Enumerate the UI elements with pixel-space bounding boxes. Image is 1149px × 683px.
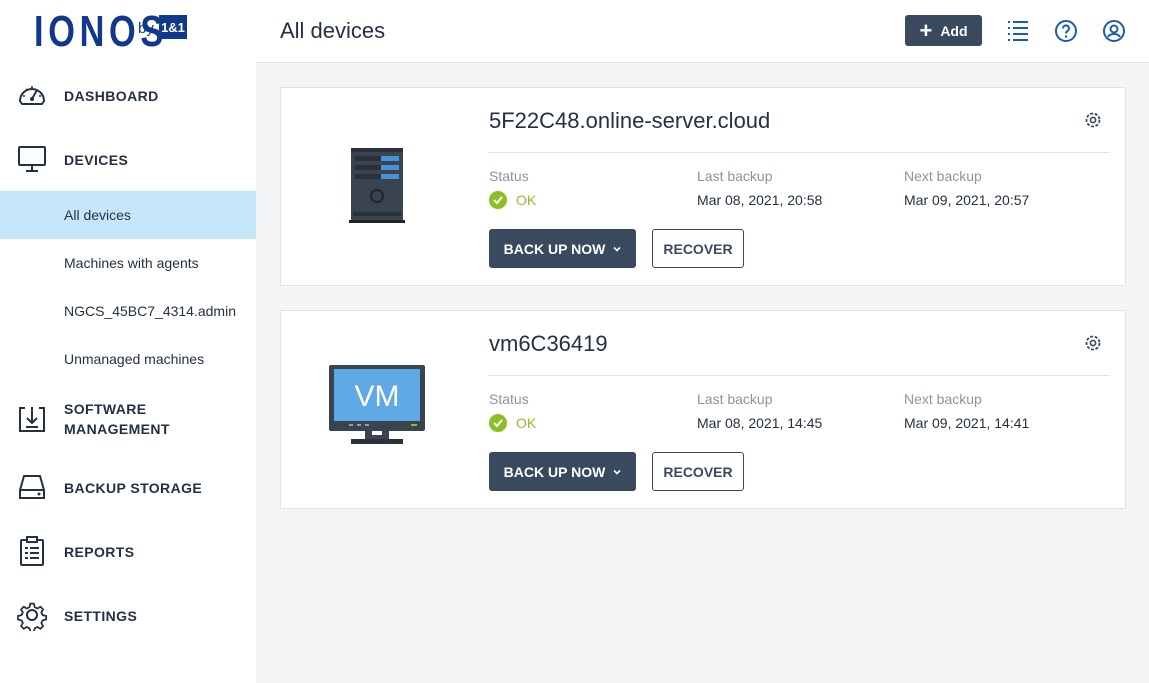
- vm-label: VM: [355, 380, 400, 413]
- device-name[interactable]: 5F22C48.online-server.cloud: [489, 108, 771, 133]
- next-backup-label: Next backup: [904, 168, 982, 184]
- nav-machines-with-agents-label: Machines with agents: [64, 255, 199, 271]
- device-card: 5F22C48.online-server.cloud Status Last …: [280, 87, 1126, 286]
- top-header: All devices + Add: [256, 0, 1149, 63]
- nav-backup-storage[interactable]: BACKUP STORAGE: [0, 470, 256, 504]
- recover-label: RECOVER: [663, 240, 733, 257]
- status-ok: OK: [489, 191, 536, 209]
- next-backup-value: Mar 09, 2021, 14:41: [904, 415, 1030, 431]
- nav-devices-label: DEVICES: [64, 152, 129, 168]
- back-up-now-button[interactable]: BACK UP NOW: [489, 452, 636, 491]
- back-up-now-label: BACK UP NOW: [503, 240, 606, 257]
- nav-software-label-line1: SOFTWARE: [64, 401, 147, 417]
- check-circle-icon: [489, 191, 507, 209]
- chevron-down-icon: [613, 246, 621, 252]
- list-view-icon[interactable]: [1006, 19, 1030, 43]
- nav-reports-label: REPORTS: [64, 544, 135, 560]
- add-button-label: Add: [940, 22, 968, 39]
- device-name[interactable]: vm6C36419: [489, 331, 608, 356]
- logo-by: by: [138, 20, 154, 37]
- nav-unmanaged-machines-label: Unmanaged machines: [64, 351, 205, 367]
- add-device-button[interactable]: + Add: [905, 15, 982, 46]
- card-divider: [489, 152, 1109, 153]
- server-icon: [349, 148, 405, 223]
- nav-settings-label: SETTINGS: [64, 608, 138, 624]
- status-label: Status: [489, 168, 529, 184]
- nav-settings[interactable]: SETTINGS: [0, 598, 256, 632]
- nav-backup-storage-label: BACKUP STORAGE: [64, 480, 203, 496]
- nav-all-devices[interactable]: All devices: [0, 191, 256, 239]
- chevron-down-icon: [613, 469, 621, 475]
- status-label: Status: [489, 391, 529, 407]
- dashboard-gauge-icon: [18, 86, 46, 105]
- last-backup-label: Last backup: [697, 168, 773, 184]
- card-divider: [489, 375, 1109, 376]
- logo-badge: 1&1: [159, 15, 187, 39]
- nav-dashboard-label: DASHBOARD: [64, 88, 159, 104]
- nav-software-management[interactable]: SOFTWARE MANAGEMENT: [0, 398, 256, 440]
- ionos-logo[interactable]: IONOS: [34, 10, 206, 54]
- recover-label: RECOVER: [663, 463, 733, 480]
- back-up-now-button[interactable]: BACK UP NOW: [489, 229, 636, 268]
- next-backup-label: Next backup: [904, 391, 982, 407]
- clipboard-report-icon: [20, 536, 44, 566]
- recover-button[interactable]: RECOVER: [652, 452, 744, 491]
- last-backup-value: Mar 08, 2021, 20:58: [697, 192, 823, 208]
- nav-ngcs-admin-label: NGCS_45BC7_4314.admin: [64, 303, 236, 319]
- nav-unmanaged-machines[interactable]: Unmanaged machines: [0, 335, 256, 383]
- sidebar: IONOS by 1&1 DASHBOARD DEVICES All devic…: [0, 0, 256, 683]
- user-account-icon[interactable]: [1102, 19, 1126, 43]
- help-icon[interactable]: [1054, 19, 1078, 43]
- nav-ngcs-admin[interactable]: NGCS_45BC7_4314.admin: [0, 287, 256, 335]
- nav-devices[interactable]: DEVICES: [0, 142, 256, 176]
- device-card: VM vm6C36419 Status Last backup Next bac…: [280, 310, 1126, 509]
- status-value: OK: [516, 415, 537, 431]
- storage-drive-icon: [19, 475, 45, 499]
- device-settings-gear-icon[interactable]: [1083, 333, 1103, 353]
- back-up-now-label: BACK UP NOW: [503, 463, 606, 480]
- nav-all-devices-label: All devices: [64, 207, 131, 223]
- device-settings-gear-icon[interactable]: [1083, 110, 1103, 130]
- last-backup-value: Mar 08, 2021, 14:45: [697, 415, 823, 431]
- next-backup-value: Mar 09, 2021, 20:57: [904, 192, 1030, 208]
- last-backup-label: Last backup: [697, 391, 773, 407]
- plus-icon: +: [919, 17, 933, 43]
- logo-wordmark: IONOS: [34, 7, 169, 56]
- monitor-icon: [18, 146, 46, 172]
- status-value: OK: [516, 192, 537, 208]
- page-title: All devices: [280, 18, 386, 43]
- vm-monitor-icon: VM: [329, 365, 425, 444]
- nav-reports[interactable]: REPORTS: [0, 534, 256, 568]
- status-ok: OK: [489, 414, 536, 432]
- gear-icon: [17, 602, 48, 631]
- nav-machines-with-agents[interactable]: Machines with agents: [0, 239, 256, 287]
- nav-dashboard[interactable]: DASHBOARD: [0, 78, 256, 112]
- check-circle-icon: [489, 414, 507, 432]
- nav-software-label-line2: MANAGEMENT: [64, 421, 170, 437]
- recover-button[interactable]: RECOVER: [652, 229, 744, 268]
- software-download-icon: [19, 407, 45, 432]
